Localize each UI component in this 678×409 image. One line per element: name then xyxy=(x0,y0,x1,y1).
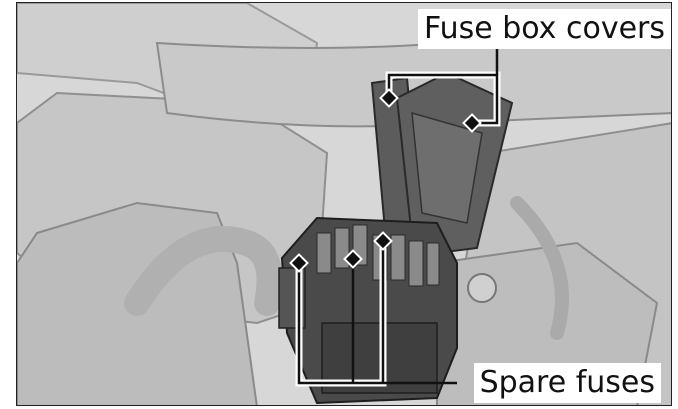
fuse-1 xyxy=(316,232,332,274)
spare-fuses-label: Spare fuses xyxy=(473,363,661,403)
bolt xyxy=(467,273,497,303)
covers-marker-right xyxy=(462,113,482,133)
hose xyxy=(124,226,283,316)
horizontal-pipe xyxy=(155,32,671,128)
fuse-7 xyxy=(426,242,440,286)
spare-marker-3 xyxy=(373,231,393,251)
fuse-box-covers-label: Fuse box covers xyxy=(417,9,671,49)
leader-line-spare-core xyxy=(297,263,457,385)
spare-marker-2 xyxy=(343,249,363,269)
cover-ridge xyxy=(411,111,483,224)
fuse-6 xyxy=(408,240,424,287)
illustration-frame: Fuse box covers Spare fuses xyxy=(16,2,672,406)
covers-marker-left xyxy=(379,88,399,108)
right-cable xyxy=(510,196,569,340)
fuse-5 xyxy=(390,234,406,281)
engine-bay-illustration xyxy=(17,3,671,405)
spare-marker-1 xyxy=(289,253,309,273)
